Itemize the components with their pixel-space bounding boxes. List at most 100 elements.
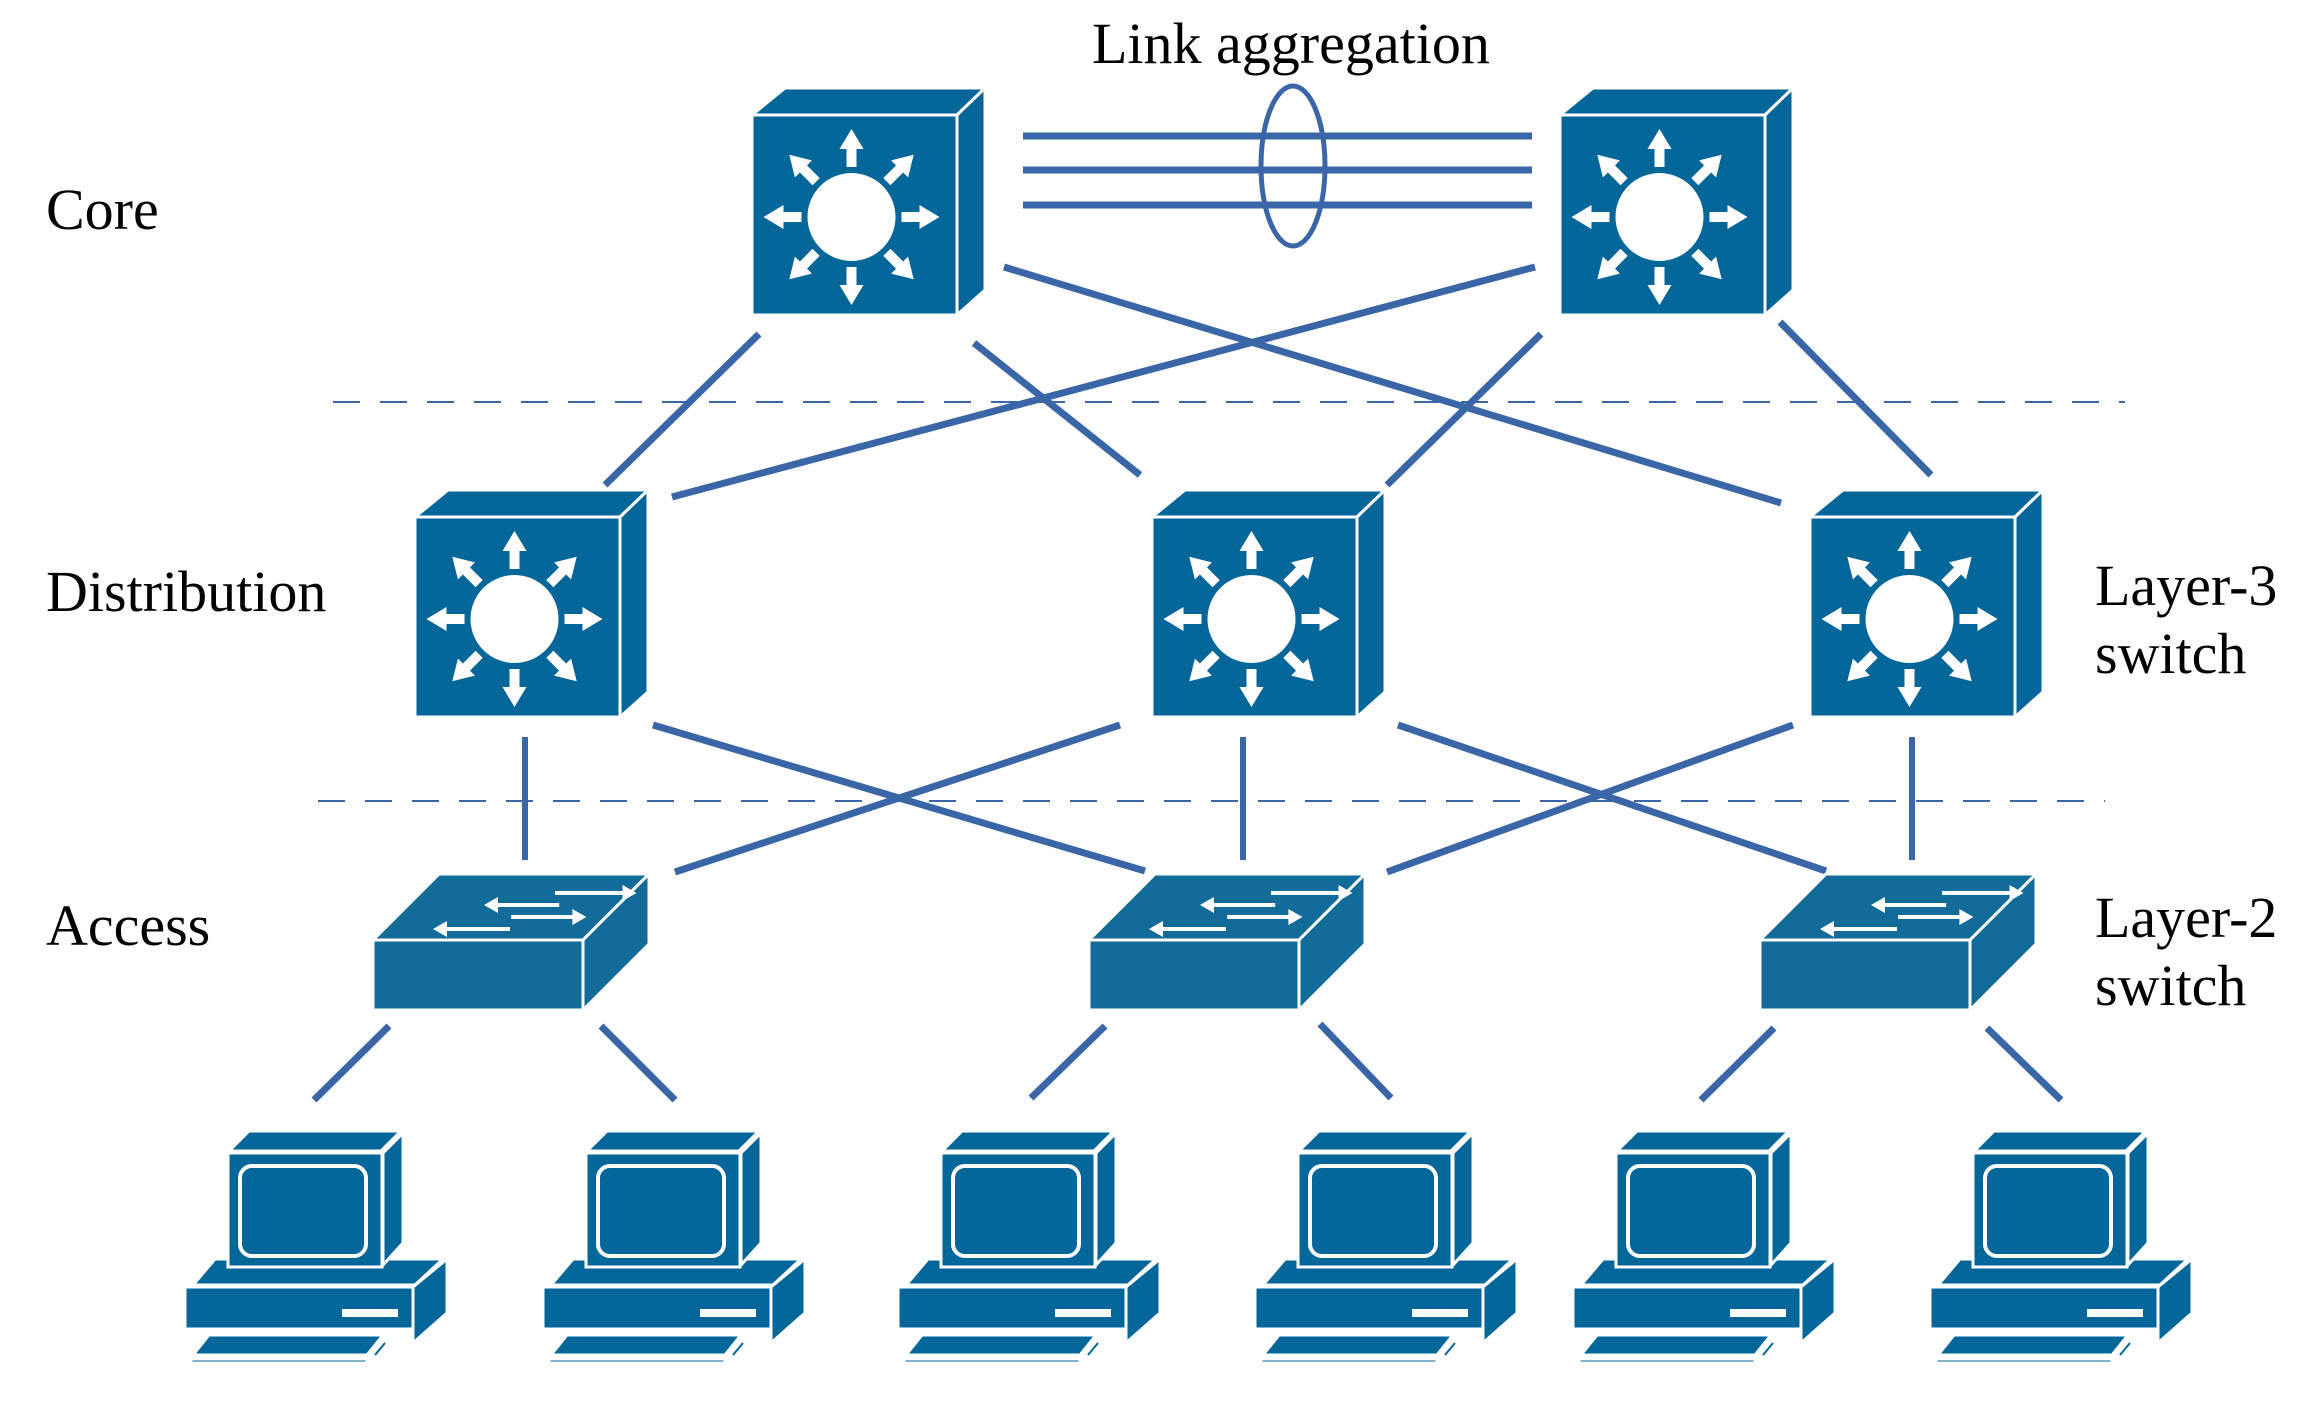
- access-pc-links: [311, 1021, 2064, 1103]
- pc-keyboard: [189, 1333, 387, 1357]
- pc-keyboard-cable: [2119, 1342, 2131, 1356]
- pc-keyboard-cable: [732, 1342, 744, 1356]
- layer2-switches: [369, 870, 2040, 1014]
- arrow-glyph: [1820, 921, 1897, 937]
- pc-drive-slot: [342, 1309, 398, 1317]
- workstation-icon: [541, 1129, 807, 1365]
- switch-front-face: [1087, 938, 1301, 1012]
- layer3-switch-icon: [747, 84, 989, 319]
- layer2-switch-icon: [369, 870, 653, 1014]
- arrow-glyph: [839, 129, 864, 167]
- pc-monitor-top: [938, 1129, 1118, 1153]
- link-aggregation-label: Link aggregation: [1092, 11, 1490, 76]
- pc-screen: [1308, 1164, 1438, 1258]
- pc-monitor-top: [1613, 1129, 1793, 1153]
- pc-monitor-front: [584, 1151, 742, 1269]
- link-access3-pc6: [1984, 1025, 2064, 1103]
- arrow-glyph: [763, 205, 802, 229]
- pc-keyboard-edge: [1577, 1357, 1757, 1365]
- arrow-glyph: [1871, 897, 1947, 913]
- switch-side-face: [1355, 486, 1387, 721]
- workstation-icon: [896, 1129, 1162, 1365]
- pc-screen: [951, 1164, 1081, 1258]
- switch-top-face: [1147, 488, 1389, 519]
- pc-monitor-front: [1971, 1151, 2129, 1269]
- arrow-glyph: [1959, 607, 1998, 631]
- pc-base-front: [896, 1285, 1128, 1331]
- workstation-icon: [183, 1129, 449, 1365]
- pc-screen: [238, 1164, 368, 1258]
- arrow-glyph: [789, 154, 820, 186]
- pc-base-front: [183, 1285, 415, 1331]
- pc-drive-slot: [1730, 1309, 1786, 1317]
- legend-layer3-line1: Layer-3: [2095, 553, 2277, 618]
- arrow-glyph: [1283, 650, 1314, 682]
- pc-monitor-front: [1296, 1151, 1454, 1269]
- legend-layer2-line2: switch: [2095, 953, 2246, 1018]
- layer3-switches: [410, 84, 2047, 721]
- link-core1-dist2: [971, 340, 1143, 478]
- switch-top-face: [747, 86, 989, 117]
- legend-layer3-line2: switch: [2095, 621, 2246, 686]
- arrow-glyph: [502, 669, 527, 707]
- link-aggregation-bundle: [1023, 83, 1532, 249]
- pc-screen: [1626, 1164, 1756, 1258]
- arrow-glyph: [883, 248, 914, 280]
- link-access1-pc2: [598, 1023, 678, 1103]
- router-hub-circle: [1615, 173, 1704, 261]
- pc-keyboard: [902, 1333, 1100, 1357]
- workstation-icon: [1928, 1129, 2194, 1365]
- switch-side-face: [955, 84, 987, 319]
- pc-monitor-side: [2126, 1129, 2150, 1269]
- switch-front-face: [1758, 938, 1972, 1012]
- arrow-glyph: [502, 531, 527, 569]
- arrow-glyph: [1941, 650, 1972, 682]
- arrow-glyph: [1301, 607, 1340, 631]
- arrow-glyph: [1691, 154, 1722, 186]
- link-access1-pc1: [311, 1023, 392, 1103]
- arrow-glyph: [564, 607, 603, 631]
- arrow-glyph: [1847, 556, 1878, 588]
- link-core1-dist1: [602, 331, 762, 488]
- arrow-glyph: [1597, 154, 1628, 186]
- arrow-glyph: [1942, 885, 2024, 901]
- arrow-glyph: [1847, 650, 1878, 682]
- arrow-glyph: [1239, 531, 1264, 569]
- router-hub-circle: [470, 575, 559, 663]
- layer2-switch-icon: [1085, 870, 1369, 1014]
- switch-top-face: [410, 488, 652, 519]
- link-dist3-access2: [1385, 721, 1795, 876]
- switch-top-face: [1805, 488, 2047, 519]
- arrow-glyph: [1149, 921, 1226, 937]
- pc-keyboard-cable: [1444, 1342, 1456, 1356]
- distribution-access-links: [522, 721, 1915, 876]
- arrow-glyph: [839, 267, 864, 305]
- arrow-glyph: [1709, 205, 1748, 229]
- link-core2-dist2: [1384, 331, 1544, 488]
- pc-monitor-side: [1451, 1129, 1475, 1269]
- arrow-glyph: [1897, 669, 1922, 707]
- pc-monitor-top: [225, 1129, 405, 1153]
- core-distribution-links: [602, 263, 1934, 507]
- pc-drive-slot: [1055, 1309, 1111, 1317]
- pc-monitor-side: [381, 1129, 405, 1269]
- arrow-glyph: [1571, 205, 1610, 229]
- pc-keyboard: [1934, 1333, 2132, 1357]
- link-aggregation-ring: [1258, 83, 1328, 249]
- pc-drive-slot: [700, 1309, 756, 1317]
- link-access2-pc3: [1028, 1023, 1108, 1101]
- arrow-glyph: [1647, 267, 1672, 305]
- arrow-glyph: [1897, 531, 1922, 569]
- switch-side-face: [2013, 486, 2045, 721]
- pc-screen: [1983, 1164, 2113, 1258]
- layer3-switch-icon: [410, 486, 652, 721]
- tier-label-distribution: Distribution: [46, 559, 326, 624]
- arrow-glyph: [1189, 556, 1220, 588]
- arrow-glyph: [484, 897, 560, 913]
- arrow-glyph: [1647, 129, 1672, 167]
- arrow-glyph: [546, 556, 577, 588]
- link-dist2-access3: [1396, 721, 1828, 875]
- pc-base-front: [1253, 1285, 1485, 1331]
- pc-monitor-front: [226, 1151, 384, 1269]
